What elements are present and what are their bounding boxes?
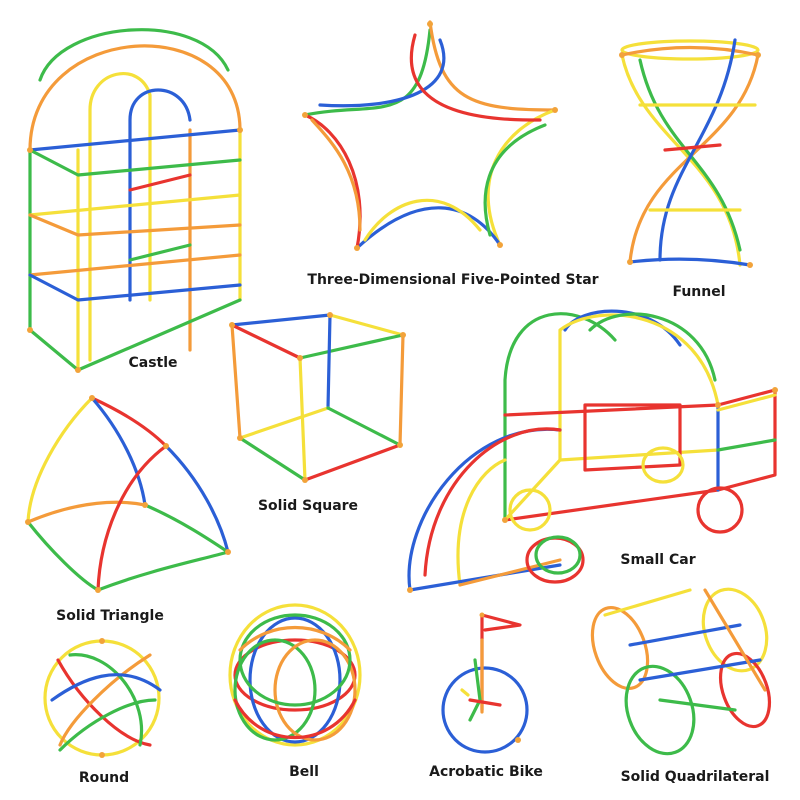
solid-square-model	[229, 312, 406, 483]
solid-triangle-model	[25, 395, 231, 593]
small-car-model	[407, 309, 778, 593]
caption-bell: Bell	[289, 764, 319, 780]
caption-round: Round	[78, 770, 130, 786]
bell-model	[228, 603, 362, 747]
caption-castle: Castle	[128, 355, 178, 371]
caption-funnel: Funnel	[672, 284, 726, 300]
solid-quadrilateral-model	[590, 587, 772, 756]
star-model	[302, 20, 558, 251]
caption-solid-quadrilateral: Solid Quadrilateral	[620, 769, 770, 785]
funnel-model	[619, 38, 761, 268]
caption-small-car: Small Car	[620, 552, 696, 568]
caption-solid-triangle: Solid Triangle	[56, 608, 164, 624]
castle-model	[27, 28, 243, 373]
caption-star: Three-Dimensional Five-Pointed Star	[307, 272, 599, 288]
caption-acrobatic-bike: Acrobatic Bike	[429, 764, 543, 780]
round-model	[43, 638, 162, 758]
acrobatic-bike-model	[441, 612, 529, 754]
caption-solid-square: Solid Square	[257, 498, 359, 514]
